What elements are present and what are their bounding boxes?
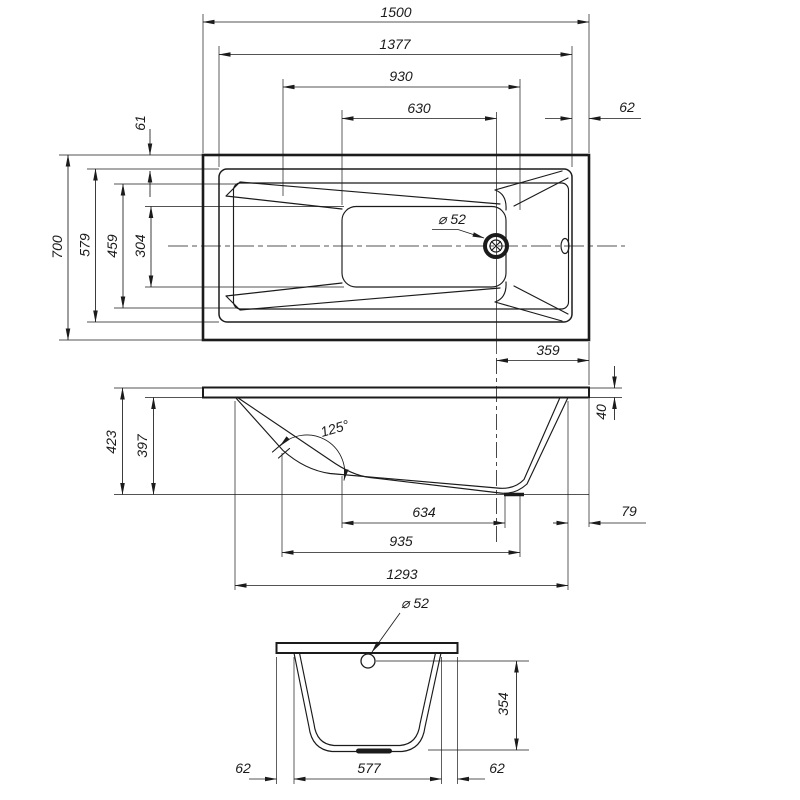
- drain-diameter-label: ⌀ 52: [401, 595, 429, 611]
- dim-height-inner: 397: [134, 433, 150, 458]
- drain-leader-line: [432, 229, 485, 239]
- dim-edge-offset: 79: [621, 503, 637, 519]
- dim-height-total: 423: [103, 430, 119, 454]
- dim-length-mid: 930: [389, 68, 413, 84]
- tub-outer-rim: [201, 153, 591, 342]
- side-view-tub-profile: [234, 396, 569, 497]
- dim-length-total: 1500: [380, 4, 411, 20]
- dim-rim-width-top: 61: [132, 115, 148, 131]
- side-rim-bar: [202, 386, 590, 399]
- end-view-extension-lines: [276, 657, 529, 784]
- dim-bottom-width: 577: [357, 760, 382, 776]
- end-rim-bar: [275, 642, 459, 654]
- end-view-tub-profile: [293, 652, 442, 754]
- dim-edge-right: 62: [489, 760, 505, 776]
- top-view: 1500 1377 930 630 62 700 579 459 304 61 …: [49, 4, 641, 385]
- tub-inner-rim: [218, 168, 573, 323]
- dim-width-bottom: 304: [132, 234, 148, 258]
- dim-length-rim: 1377: [379, 36, 411, 52]
- end-view: ⌀ 52 354 62 577 62: [235, 595, 529, 784]
- dim-width-inner: 579: [77, 233, 93, 257]
- drain-outlet-mark: [356, 748, 392, 754]
- dim-edge-left: 62: [235, 760, 251, 776]
- dim-drain-offset: 359: [536, 342, 560, 358]
- dim-rim-height: 40: [593, 404, 609, 420]
- side-view-dimensions: 423 397 40 79 634 935 1293 125°: [103, 366, 646, 588]
- top-view-dimensions: 1500 1377 930 630 62 700 579 459 304 61 …: [49, 4, 641, 363]
- dim-width-total: 700: [49, 235, 65, 259]
- dim-width-mid: 459: [104, 234, 120, 258]
- side-view-extension-lines: [114, 387, 622, 590]
- drain-diameter-label: ⌀ 52: [438, 211, 466, 227]
- dim-slope-angle: 125°: [318, 416, 351, 439]
- dim-depth: 354: [495, 692, 511, 716]
- angle-arc: [279, 434, 349, 481]
- end-view-dimensions: ⌀ 52 354 62 577 62: [235, 595, 519, 782]
- top-view-extension-lines: [59, 14, 590, 385]
- drain-leader-line: [371, 612, 401, 653]
- tub-wall-contours: [225, 170, 569, 322]
- dim-bottom-length: 935: [389, 533, 413, 549]
- dim-bottom-flat: 634: [412, 504, 436, 520]
- top-view-tub-outline: [201, 153, 591, 342]
- dim-opening-length: 1293: [386, 566, 417, 582]
- tub-floor-flat: [341, 205, 507, 288]
- drain-hole: [360, 653, 376, 669]
- dim-rim-width-right: 62: [619, 99, 635, 115]
- dim-bottom-to-drain: 630: [407, 100, 431, 116]
- side-view: 423 397 40 79 634 935 1293 125°: [103, 358, 646, 590]
